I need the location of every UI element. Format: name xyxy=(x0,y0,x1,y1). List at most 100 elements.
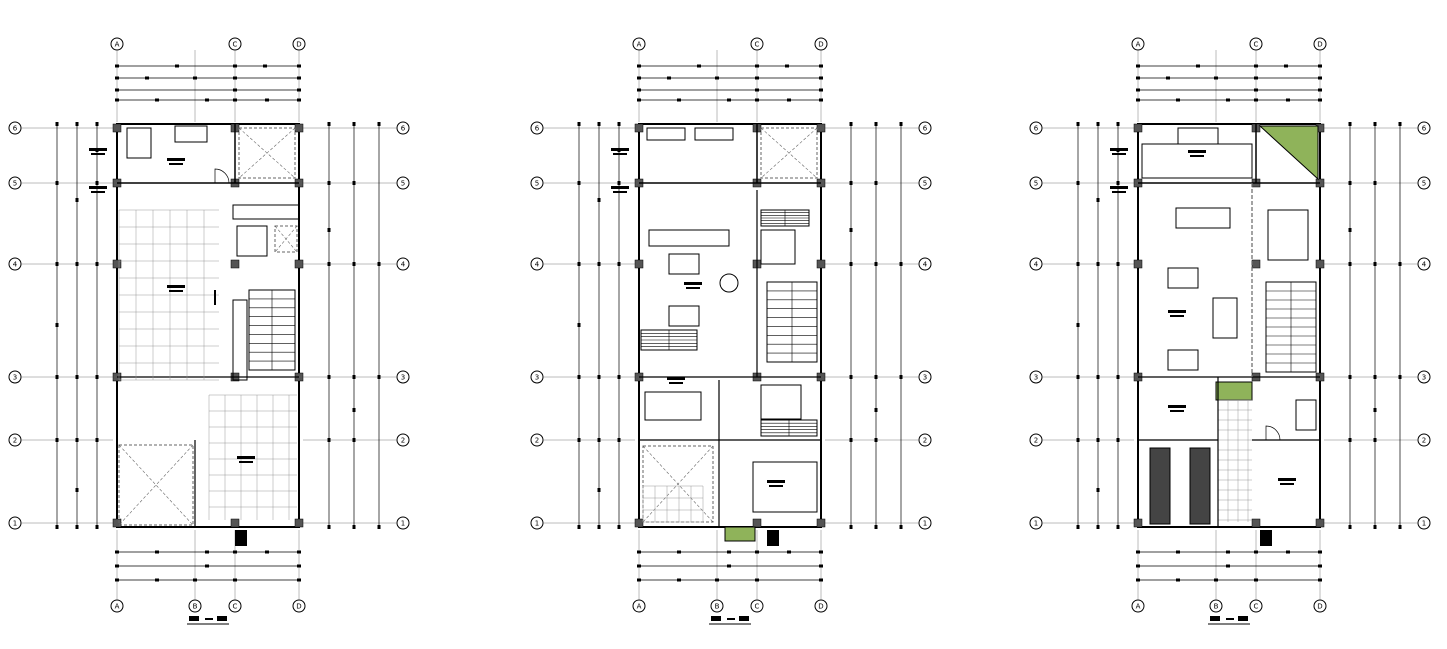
structural-column xyxy=(816,123,826,133)
structural-column xyxy=(1315,259,1325,269)
svg-text:D: D xyxy=(1317,41,1322,49)
door-swing xyxy=(214,168,230,184)
svg-text:D: D xyxy=(818,603,823,611)
grid-bubble-1-right: 1 xyxy=(918,516,932,530)
grid-bubble-3-right: 3 xyxy=(1417,370,1431,384)
grid-bubble-3-left: 3 xyxy=(530,370,544,384)
svg-text:5: 5 xyxy=(1034,180,1038,188)
dimension-line xyxy=(874,122,878,529)
structural-column xyxy=(294,123,304,133)
dimension-line xyxy=(849,122,853,529)
room-label xyxy=(89,148,107,155)
svg-text:5: 5 xyxy=(1422,180,1426,188)
structural-column xyxy=(1251,518,1261,528)
grid-bubble-4-right: 4 xyxy=(1417,257,1431,271)
svg-text:3: 3 xyxy=(13,374,17,382)
sofa xyxy=(1167,267,1199,289)
void-opening xyxy=(642,445,714,523)
structural-column xyxy=(634,259,644,269)
svg-text:B: B xyxy=(715,603,720,611)
kitchen-counter xyxy=(232,299,248,381)
dimension-line xyxy=(115,88,301,92)
grid-bubble-a-bottom: A xyxy=(110,599,124,613)
grid-bubble-5-right: 5 xyxy=(1417,176,1431,190)
room-label xyxy=(1278,478,1296,485)
grid-bubble-c-top: C xyxy=(750,37,764,51)
svg-text:A: A xyxy=(637,603,642,611)
grid-bubble-2-right: 2 xyxy=(1417,433,1431,447)
grid-bubble-c-bottom: C xyxy=(750,599,764,613)
dimension-line xyxy=(55,122,59,529)
grid-bubble-4-left: 4 xyxy=(1029,257,1043,271)
svg-text:C: C xyxy=(233,603,238,611)
grid-bubble-d-top: D xyxy=(814,37,828,51)
grid-bubble-4-left: 4 xyxy=(530,257,544,271)
svg-text:6: 6 xyxy=(1422,125,1427,133)
entry-marker xyxy=(767,530,779,546)
svg-text:D: D xyxy=(818,41,823,49)
structural-column xyxy=(1133,259,1143,269)
svg-text:3: 3 xyxy=(401,374,405,382)
void-opening xyxy=(118,444,194,526)
svg-text:1: 1 xyxy=(923,520,927,528)
dining-table xyxy=(1175,207,1231,229)
entry-marker xyxy=(235,530,247,546)
svg-text:C: C xyxy=(755,603,760,611)
dimension-line xyxy=(899,122,903,529)
kitchen-counter xyxy=(648,229,730,247)
armchair xyxy=(1167,349,1199,371)
dimension-line xyxy=(1136,564,1322,568)
svg-text:D: D xyxy=(1317,603,1322,611)
room-label xyxy=(1168,405,1186,412)
svg-text:5: 5 xyxy=(13,180,17,188)
svg-text:4: 4 xyxy=(923,261,928,269)
grid-bubble-a-top: A xyxy=(632,37,646,51)
room-label xyxy=(611,186,629,193)
dimension-line xyxy=(115,550,301,554)
room-label xyxy=(1110,186,1128,193)
terrace-planter xyxy=(1258,125,1319,181)
svg-text:C: C xyxy=(1254,603,1259,611)
stove-top xyxy=(668,253,700,275)
dimension-line xyxy=(637,64,823,68)
stair xyxy=(760,209,810,227)
grid-bubble-a-bottom: A xyxy=(1131,599,1145,613)
grid-bubble-3-left: 3 xyxy=(8,370,22,384)
structural-column xyxy=(634,123,644,133)
structural-column xyxy=(1251,259,1261,269)
svg-text:6: 6 xyxy=(1034,125,1039,133)
dimension-line xyxy=(1136,88,1322,92)
svg-text:C: C xyxy=(755,41,760,49)
grid-bubble-2-right: 2 xyxy=(918,433,932,447)
svg-text:A: A xyxy=(1136,41,1141,49)
grid-bubble-6-right: 6 xyxy=(1417,121,1431,135)
dining-table xyxy=(719,273,739,293)
svg-text:B: B xyxy=(193,603,198,611)
exterior-wall xyxy=(638,123,822,528)
grid-bubble-d-top: D xyxy=(292,37,306,51)
structural-column xyxy=(816,518,826,528)
room-label xyxy=(1188,150,1206,157)
structural-column xyxy=(1315,518,1325,528)
svg-text:2: 2 xyxy=(1422,437,1426,445)
structural-column xyxy=(634,518,644,528)
dimension-line xyxy=(637,88,823,92)
svg-text:6: 6 xyxy=(401,125,406,133)
dimension-line xyxy=(1136,76,1322,80)
dimension-line xyxy=(577,122,581,529)
structural-column xyxy=(752,518,762,528)
stair xyxy=(248,289,296,371)
grid-bubble-6-right: 6 xyxy=(918,121,932,135)
grid-bubble-2-right: 2 xyxy=(396,433,410,447)
dimension-line xyxy=(377,122,381,529)
dimension-line xyxy=(637,76,823,80)
grid-bubble-3-left: 3 xyxy=(1029,370,1043,384)
grid-bubble-1-left: 1 xyxy=(1029,516,1043,530)
svg-text:5: 5 xyxy=(923,180,927,188)
coffee-table xyxy=(1212,297,1238,339)
svg-text:5: 5 xyxy=(535,180,539,188)
svg-text:4: 4 xyxy=(535,261,540,269)
